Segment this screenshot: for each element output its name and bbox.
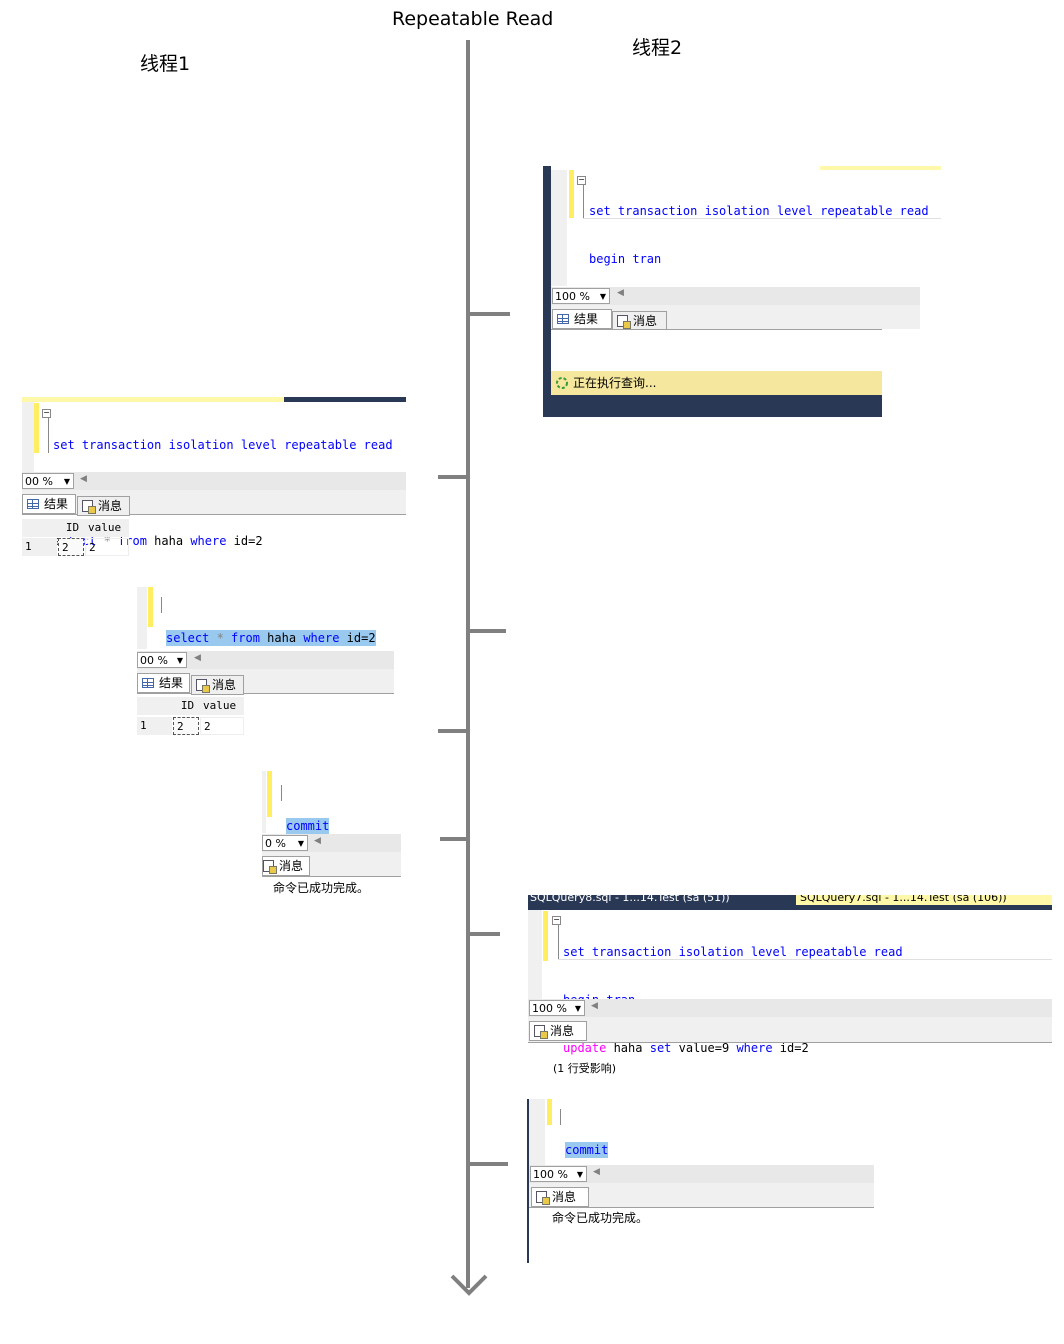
- timeline-tick: [470, 1162, 508, 1166]
- timeline-tick: [470, 312, 510, 316]
- zoom-select[interactable]: 100 %▼: [552, 288, 610, 304]
- t1-commit-editor[interactable]: commit: [286, 786, 330, 866]
- zoom-select[interactable]: 00 %▼: [22, 473, 74, 489]
- zoom-select[interactable]: 0 %▼: [262, 835, 308, 851]
- tab-messages[interactable]: 消息: [77, 496, 130, 516]
- column-header: value: [85, 519, 129, 537]
- tab-messages[interactable]: 消息: [262, 856, 310, 876]
- status-bar: 正在执行查询...: [551, 371, 882, 395]
- status-text: 正在执行查询...: [573, 376, 657, 390]
- code-line: commit: [286, 818, 330, 834]
- tab-results[interactable]: 结果: [22, 494, 76, 514]
- thread1-label: 线程1: [140, 53, 191, 75]
- column-header: ID: [172, 697, 200, 715]
- tab-results[interactable]: 结果: [552, 309, 612, 329]
- code-line: update haha set value=9 where id=2: [563, 1041, 809, 1055]
- table-cell[interactable]: 2: [85, 538, 129, 556]
- timeline-tick: [470, 932, 500, 936]
- t2-second-panel: SQLQuery8.sql - 1...14.Test (sa (51)) SQ…: [528, 895, 1052, 1080]
- message-icon: [534, 1025, 548, 1039]
- column-header: value: [200, 697, 244, 715]
- message-icon: [617, 315, 631, 329]
- message-icon: [82, 500, 96, 514]
- t1-commit-panel: commit 0 %▼ ◀ 消息 命令已成功完成。: [262, 771, 402, 895]
- tab-query7[interactable]: SQLQuery7.sql - 1...14.Test (sa (106)): [796, 895, 1052, 905]
- zoom-select[interactable]: 100 %▼: [529, 1000, 585, 1016]
- tab-messages[interactable]: 消息: [612, 311, 667, 331]
- message-icon: [536, 1191, 550, 1205]
- grid-icon: [557, 314, 569, 324]
- tab-messages[interactable]: 消息: [191, 675, 244, 695]
- editor-tab-strip: SQLQuery8.sql - 1...14.Test (sa (51)) SQ…: [528, 895, 1052, 910]
- message-text: (1 行受影响): [553, 1062, 617, 1075]
- code-line: set transaction isolation level repeatab…: [563, 945, 903, 959]
- message-icon: [263, 860, 277, 874]
- table-cell[interactable]: 2: [58, 538, 84, 556]
- message-text: 命令已成功完成。: [552, 1211, 649, 1225]
- code-line: set transaction isolation level repeatab…: [589, 204, 929, 218]
- t2-commit-panel: commit 100 %▼ ◀ 消息 命令已成功完成。: [527, 1099, 874, 1263]
- timeline-tick: [438, 729, 468, 733]
- thread2-label: 线程2: [632, 37, 683, 59]
- timeline-arrowhead: [450, 1274, 488, 1296]
- message-text: 命令已成功完成。: [273, 881, 370, 895]
- t1-first-panel: − set transaction isolation level repeat…: [22, 397, 406, 562]
- t2-commit-editor[interactable]: commit: [565, 1110, 609, 1190]
- grid-icon: [142, 678, 154, 688]
- code-line: begin tran: [589, 252, 662, 266]
- tab-results[interactable]: 结果: [137, 673, 190, 693]
- row-number: 1: [137, 717, 172, 735]
- zoom-select[interactable]: 100 %▼: [530, 1166, 587, 1182]
- timeline-tick: [470, 629, 506, 633]
- tab-messages[interactable]: 消息: [531, 1187, 589, 1207]
- table-cell[interactable]: 2: [173, 717, 199, 735]
- timeline-tick: [438, 475, 468, 479]
- t2-first-panel: − set transaction isolation level repeat…: [543, 166, 941, 417]
- tab-messages[interactable]: 消息: [529, 1021, 587, 1041]
- code-line: commit: [565, 1142, 609, 1158]
- message-icon: [196, 679, 210, 693]
- column-header: ID: [57, 519, 85, 537]
- row-number: 1: [22, 538, 57, 556]
- t1-second-panel: select * from haha where id=2 00 %▼ ◀ 结果…: [137, 587, 394, 742]
- code-line: set transaction isolation level repeatab…: [53, 438, 393, 452]
- zoom-select[interactable]: 00 %▼: [137, 652, 187, 668]
- diagram-title: Repeatable Read: [392, 8, 554, 30]
- t1-code-editor-2[interactable]: select * from haha where id=2: [166, 598, 376, 678]
- tab-query8[interactable]: SQLQuery8.sql - 1...14.Test (sa (51)): [530, 895, 730, 904]
- code-line: select * from haha where id=2: [166, 630, 376, 646]
- timeline-tick: [440, 837, 468, 841]
- timeline-axis: [466, 40, 470, 1288]
- table-cell[interactable]: 2: [200, 717, 244, 735]
- grid-icon: [27, 499, 39, 509]
- spinner-icon: [556, 377, 568, 389]
